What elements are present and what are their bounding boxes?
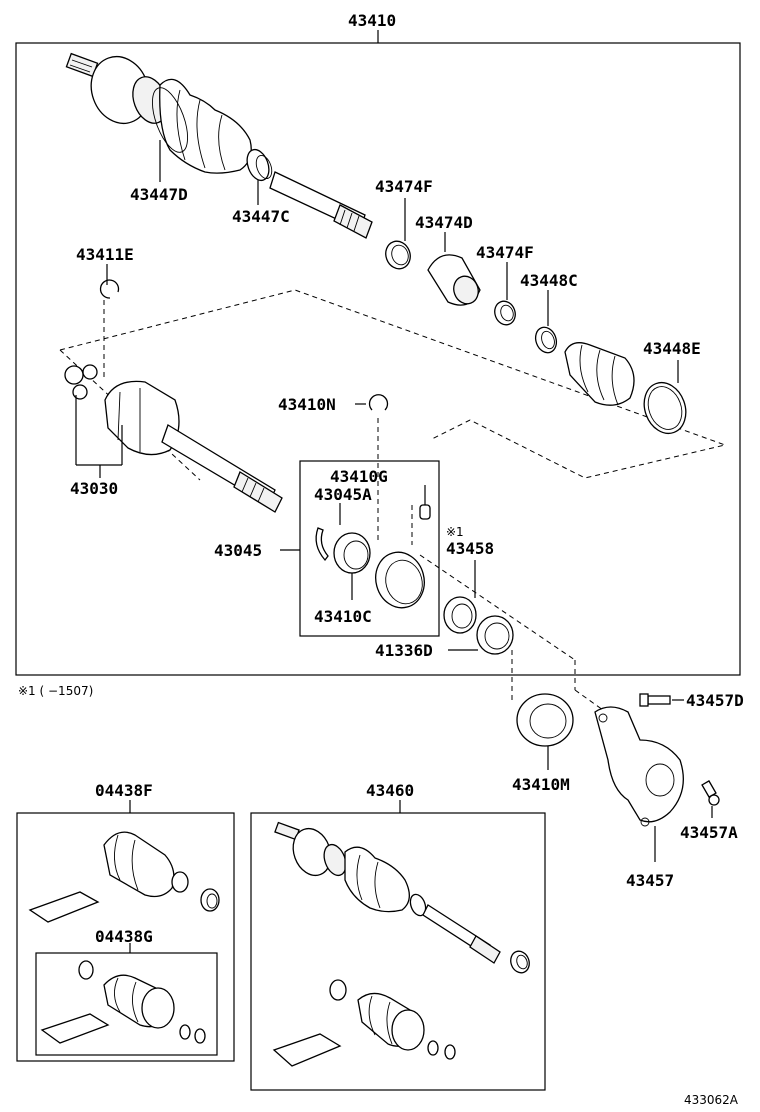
label-43448E[interactable]: 43448E [643, 339, 701, 358]
knuckle-bracket-icon [594, 706, 684, 827]
outer-cv-shaft-icon [65, 52, 373, 239]
label-04438F[interactable]: 04438F [95, 781, 153, 800]
label-43411E[interactable]: 43411E [76, 245, 134, 264]
outer-cv-shaft-icon-2 [274, 821, 530, 974]
label-04438G[interactable]: 04438G [95, 927, 153, 946]
label-43410G[interactable]: 43410G [330, 467, 388, 486]
kit-box-04438G [35, 952, 218, 1056]
label-43474F-b[interactable]: 43474F [476, 243, 534, 262]
label-43474F-a[interactable]: 43474F [375, 177, 433, 196]
drawing-code: 433062A [684, 1093, 739, 1107]
damper-icon [427, 254, 481, 306]
label-43458[interactable]: 43458 [446, 539, 494, 558]
inner-joint-icon [64, 364, 283, 513]
grease-pack-icon-3 [272, 1033, 342, 1067]
label-43457A[interactable]: 43457A [680, 823, 738, 842]
label-43447C[interactable]: 43447C [232, 207, 290, 226]
label-43045[interactable]: 43045 [214, 541, 262, 560]
label-43474D[interactable]: 43474D [415, 213, 473, 232]
label-43460[interactable]: 43460 [366, 781, 414, 800]
grease-pack-icon [28, 891, 100, 923]
label-43045A[interactable]: 43045A [314, 485, 372, 504]
label-43458-note: ※1 [446, 525, 464, 539]
label-43448C[interactable]: 43448C [520, 271, 578, 290]
boot-kit-icon-2 [78, 960, 206, 1044]
snap-ring-icon-2 [368, 394, 389, 411]
bearing-icon-3 [516, 693, 574, 747]
boot-kit-icon [103, 831, 220, 912]
bearing-icon [443, 596, 477, 634]
label-41336D[interactable]: 41336D [375, 641, 433, 660]
label-43457D[interactable]: 43457D [686, 691, 744, 710]
bolt-icon-2 [701, 780, 720, 806]
clamp-icon [385, 240, 411, 270]
dashed-region [59, 289, 727, 479]
kit-box-04438F [16, 812, 235, 1062]
grease-pack-icon-2 [40, 1013, 110, 1044]
bearing-icon-2 [476, 615, 514, 655]
bolt-icon [639, 693, 671, 707]
label-43410N[interactable]: 43410N [278, 395, 336, 414]
footnote: ※1 ( −1507) [18, 684, 93, 698]
label-43410[interactable]: 43410 [348, 11, 396, 30]
boot-kit-icon-3 [329, 979, 456, 1060]
boot-icon [564, 342, 687, 435]
label-43410M[interactable]: 43410M [512, 775, 570, 794]
label-43410C[interactable]: 43410C [314, 607, 372, 626]
label-43030[interactable]: 43030 [70, 479, 118, 498]
label-43457[interactable]: 43457 [626, 871, 674, 890]
snap-ring-icon [99, 279, 120, 299]
assembly-box-43460 [250, 812, 546, 1091]
label-43447D[interactable]: 43447D [130, 185, 188, 204]
subassembly-box-43045 [299, 460, 440, 637]
